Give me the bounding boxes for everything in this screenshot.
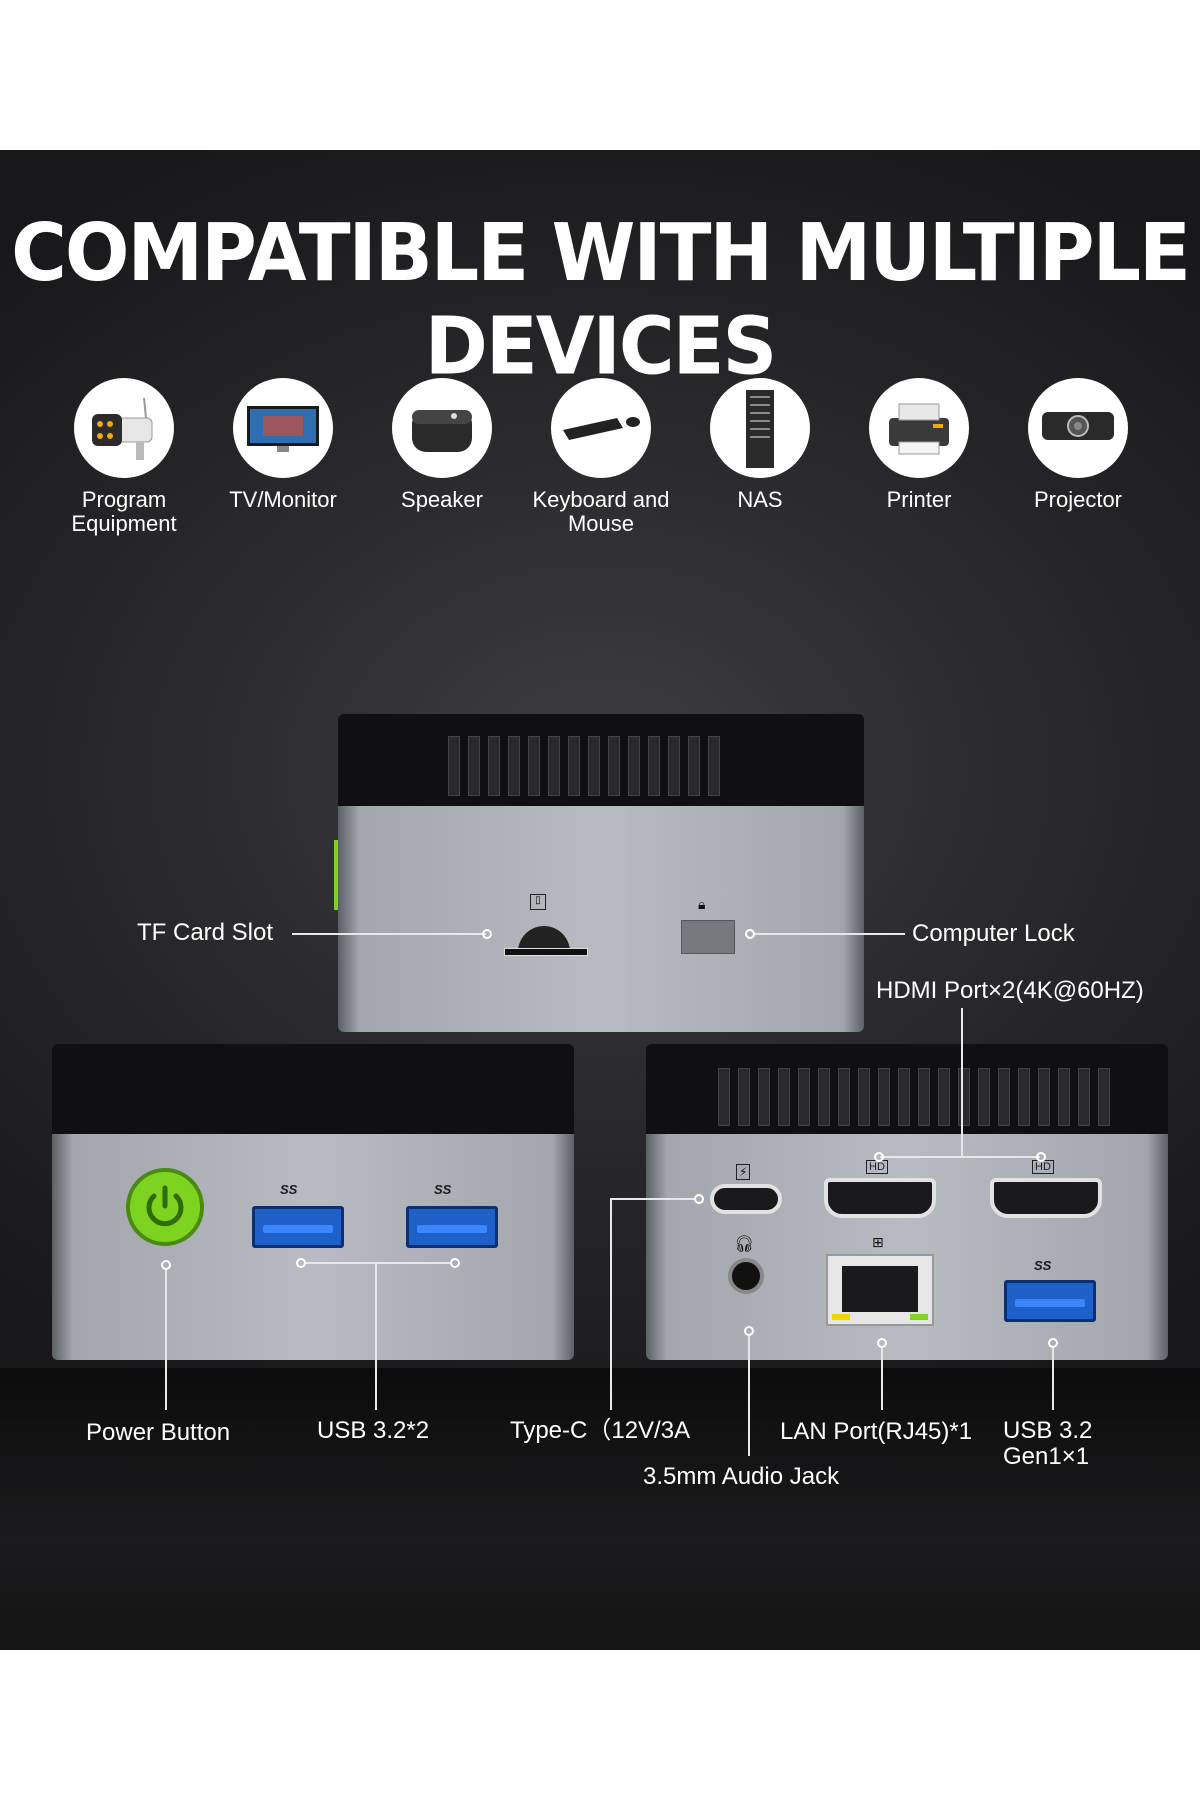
usb-rear-anchor	[1048, 1338, 1058, 1348]
hdmi-port-2[interactable]	[990, 1178, 1102, 1218]
usb-front-anchor-1	[296, 1258, 306, 1268]
vent-slots	[448, 736, 720, 796]
speaker-icon	[392, 378, 492, 478]
audio-anchor	[744, 1326, 754, 1336]
hdmi-tag: HD	[1032, 1160, 1054, 1174]
usb-port-rear[interactable]	[1004, 1280, 1096, 1322]
audio-leader	[748, 1336, 750, 1456]
tf-card-anchor	[482, 929, 492, 939]
tf-card-slot	[504, 926, 588, 956]
audio-jack[interactable]	[728, 1258, 764, 1294]
network-icon: ⊞	[872, 1234, 884, 1250]
floor-shadow	[0, 1368, 1200, 1650]
device-projector: Projector	[1003, 378, 1153, 512]
hdmi-port-1[interactable]	[824, 1178, 936, 1218]
device-nas: NAS	[685, 378, 835, 512]
device-printer: Printer	[844, 378, 994, 512]
product-panel: COMPATIBLE WITH MULTIPLE DEVICES Program…	[0, 150, 1200, 1650]
device-label: TV/Monitor	[229, 487, 337, 512]
hdmi-tag: HD	[866, 1160, 888, 1174]
lan-port-label: LAN Port(RJ45)*1	[780, 1418, 973, 1445]
audio-jack-label: 3.5mm Audio Jack	[643, 1463, 840, 1490]
device-label: Speaker	[401, 487, 483, 512]
usb-front-leader-horizontal	[306, 1262, 450, 1264]
type-c-port[interactable]	[710, 1184, 782, 1214]
printer-icon	[869, 378, 969, 478]
hdmi-anchor-1	[874, 1152, 884, 1162]
lan-port[interactable]	[826, 1254, 934, 1326]
device-speaker: Speaker	[367, 378, 517, 512]
usb-port-front-2[interactable]	[406, 1206, 498, 1248]
computer-lock-label: Computer Lock	[912, 920, 1075, 947]
device-tv-monitor: TV/Monitor	[208, 378, 358, 512]
security-camera-icon	[74, 378, 174, 478]
tf-card-leader	[292, 933, 486, 935]
hdmi-leader-horizontal	[880, 1156, 1040, 1158]
hdmi-label: HDMI Port×2(4K@60HZ)	[876, 977, 1144, 1004]
side-face	[338, 806, 864, 1032]
lock-anchor	[745, 929, 755, 939]
type-c-leader-vertical	[610, 1198, 612, 1410]
usb-rear-leader	[1052, 1348, 1054, 1410]
lock-icon: 🔒︎	[698, 896, 706, 912]
lan-leader	[881, 1348, 883, 1410]
top-vent-section	[338, 714, 864, 806]
power-leader	[165, 1270, 167, 1410]
nas-server-icon	[710, 378, 810, 478]
device-label: Projector	[1033, 487, 1123, 512]
type-c-label: Type-C（12V/3A	[510, 1417, 691, 1444]
power-icon	[146, 1185, 184, 1227]
usb-front-anchor-2	[450, 1258, 460, 1268]
monitor-icon	[233, 378, 333, 478]
power-anchor	[161, 1260, 171, 1270]
usb-front-label: USB 3.2*2	[317, 1417, 430, 1444]
sd-card-icon: ▯	[530, 894, 546, 910]
device-label: NAS	[737, 487, 783, 512]
device-keyboard-mouse: Keyboard and Mouse	[526, 378, 676, 536]
page-title: COMPATIBLE WITH MULTIPLE DEVICES	[11, 205, 1191, 393]
power-button[interactable]	[126, 1168, 204, 1246]
usb-ss-mark: SS	[434, 1182, 452, 1197]
device-label: Keyboard and Mouse	[532, 487, 670, 536]
lan-anchor	[877, 1338, 887, 1348]
rear-face	[646, 1134, 1168, 1360]
power-bolt-icon: ⚡︎	[736, 1164, 751, 1180]
headphone-icon: 🎧︎	[734, 1236, 755, 1253]
usb-port-front-1[interactable]	[252, 1206, 344, 1248]
rear-vent-slots	[718, 1068, 1110, 1126]
power-button-label: Power Button	[86, 1419, 231, 1446]
keyboard-mouse-icon	[551, 378, 651, 478]
hdmi-leader-vertical	[961, 1008, 963, 1156]
lock-leader	[755, 933, 905, 935]
hdmi-anchor-2	[1036, 1152, 1046, 1162]
type-c-anchor	[694, 1194, 704, 1204]
device-program-equipment: Program Equipment	[49, 378, 199, 536]
device-label: Printer	[886, 487, 952, 512]
device-label: Program Equipment	[71, 487, 177, 536]
usb-rear-label: USB 3.2 Gen1×1	[1003, 1417, 1093, 1470]
front-top-section	[52, 1044, 574, 1134]
usb-front-leader-vertical	[375, 1262, 377, 1410]
usb-ss-mark: SS	[1034, 1258, 1052, 1273]
tf-card-slot-label: TF Card Slot	[137, 919, 274, 946]
usb-ss-mark: SS	[280, 1182, 298, 1197]
led-strip	[334, 840, 338, 910]
projector-icon	[1028, 378, 1128, 478]
type-c-leader-horizontal	[610, 1198, 694, 1200]
lock-slot	[681, 920, 735, 954]
